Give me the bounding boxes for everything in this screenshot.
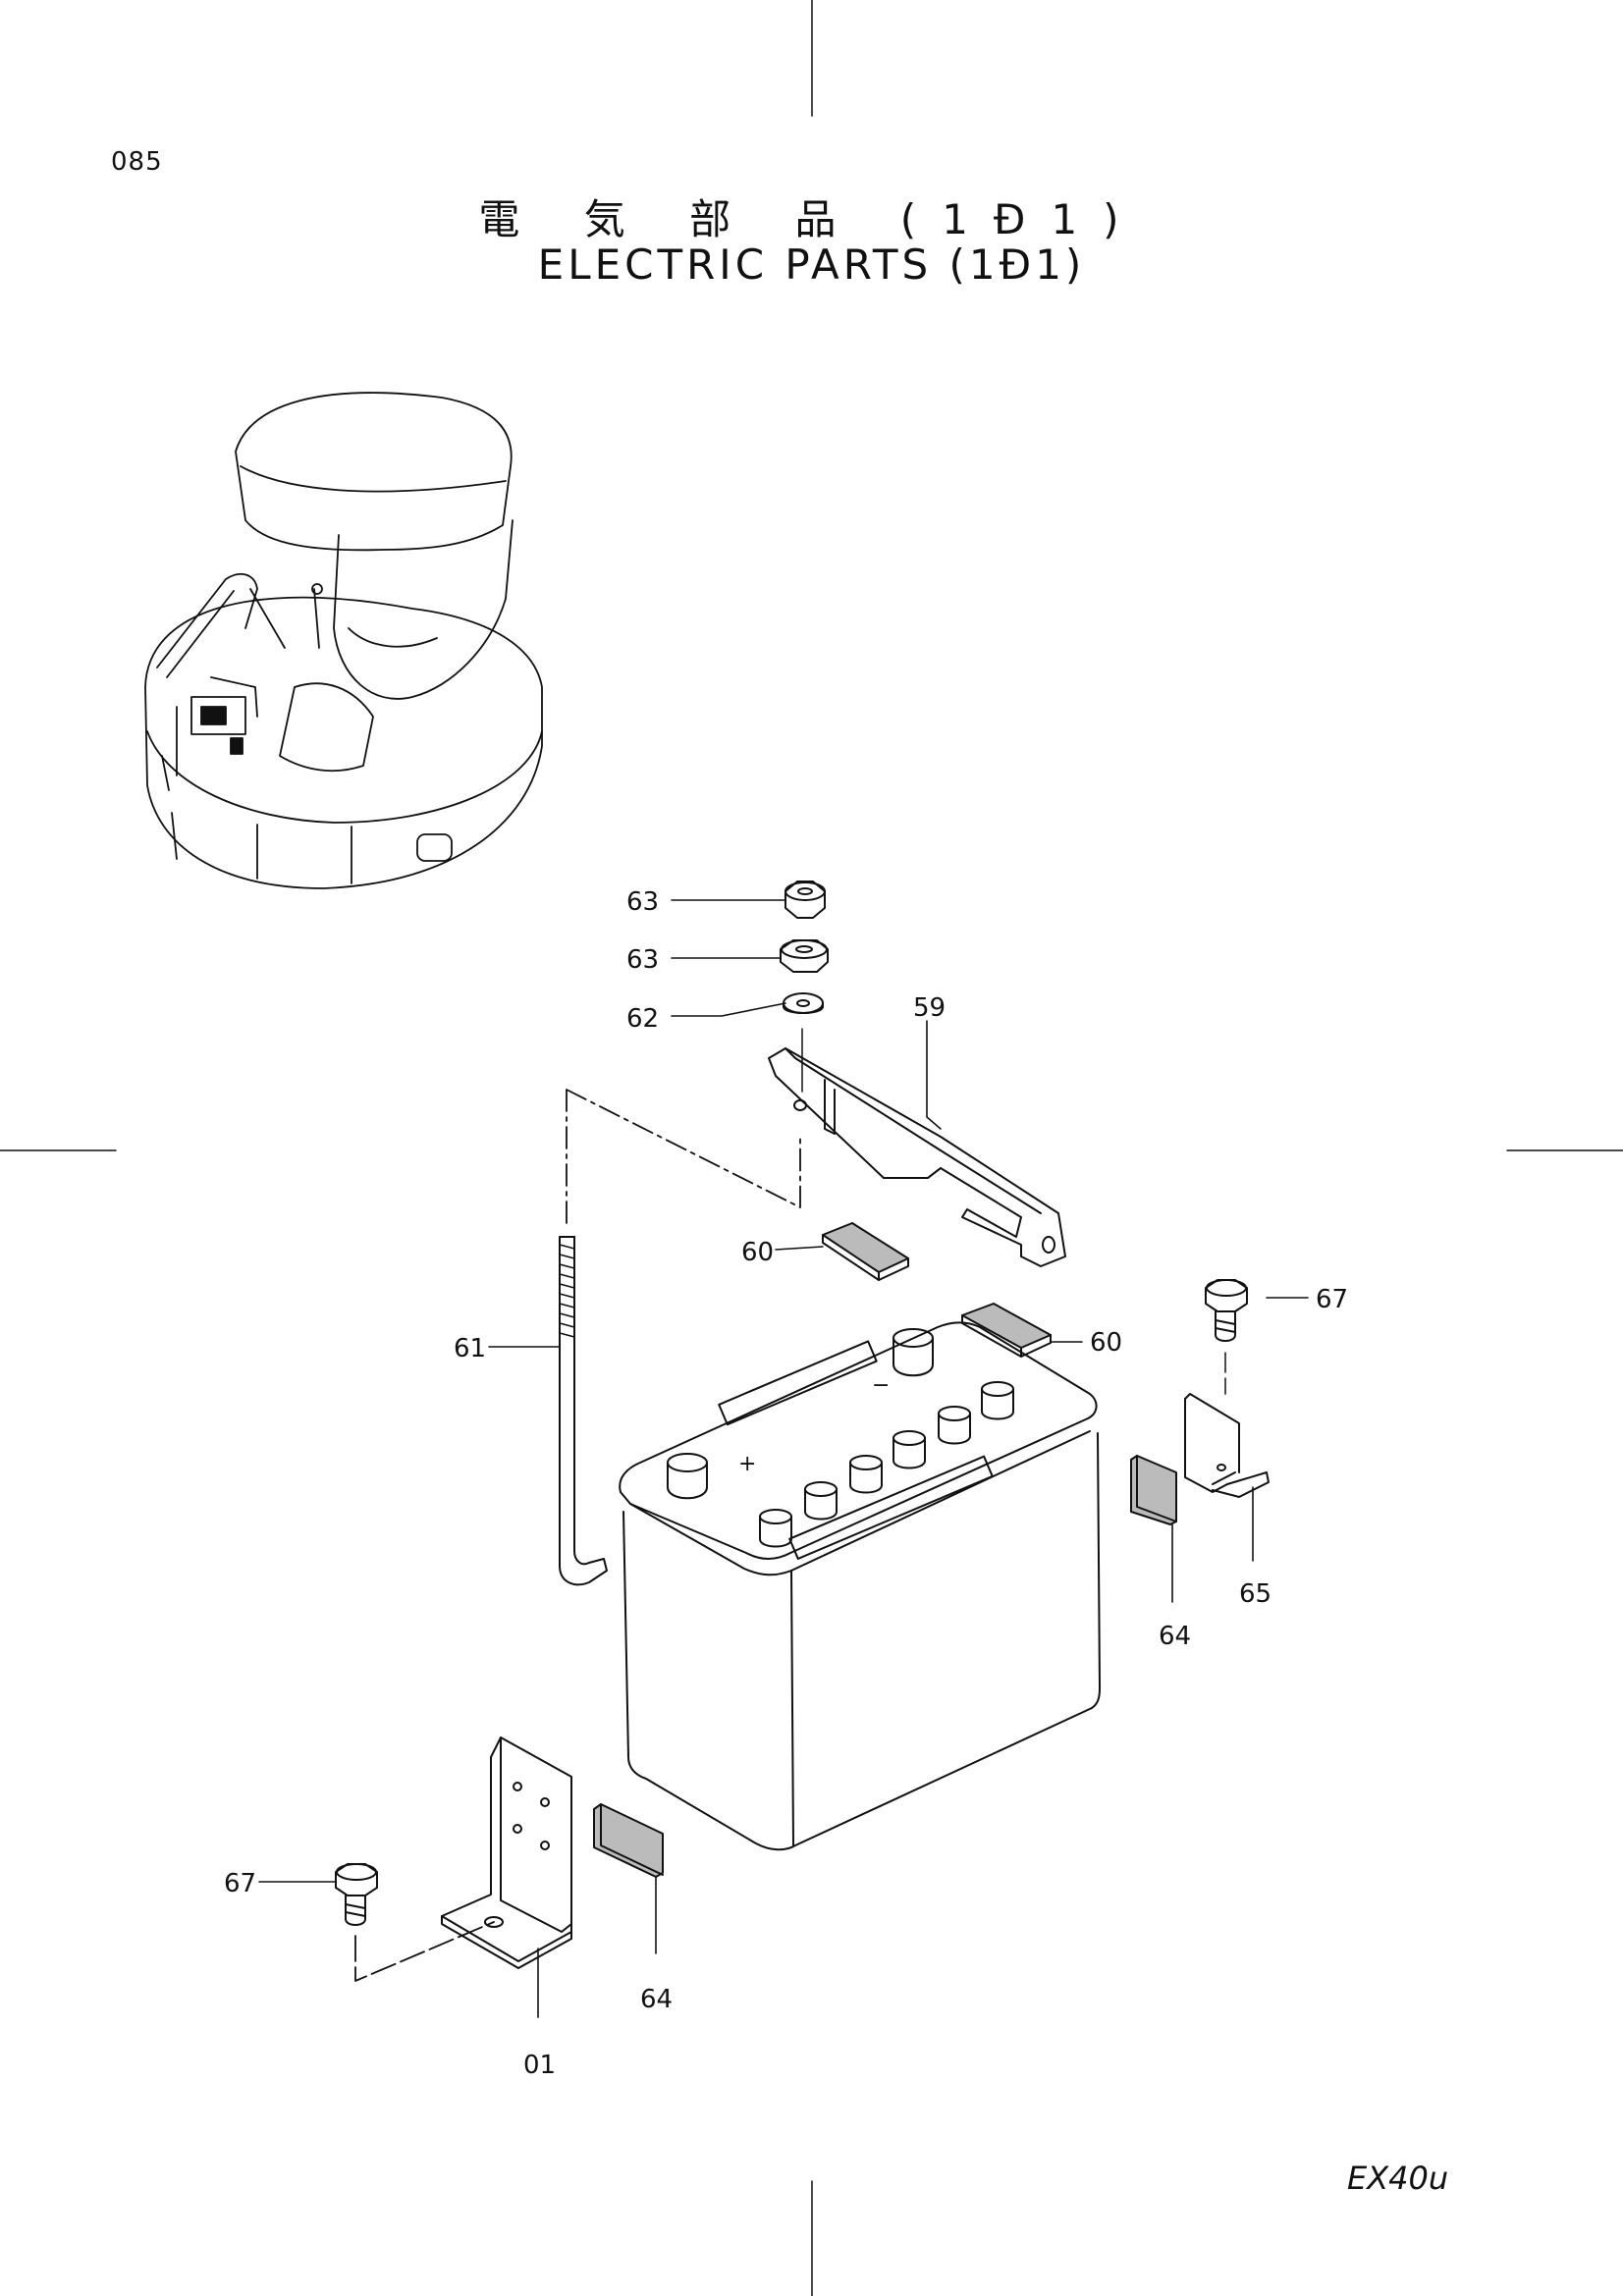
callout-61: 61 <box>454 1334 486 1363</box>
callout-65: 65 <box>1239 1579 1271 1609</box>
part-67-bolt-upper <box>1205 1279 1248 1342</box>
part-67-bolt-lower <box>335 1863 378 1926</box>
part-60-pad-upper <box>822 1222 909 1281</box>
callout-01: 01 <box>523 2051 556 2080</box>
battery-terminal-neg <box>893 1328 934 1377</box>
part-62-washer <box>783 992 824 1014</box>
callout-67-lower: 67 <box>224 1869 256 1898</box>
page-title-jp: 電 気 部 品 (1Ð1) <box>478 195 1145 243</box>
battery-terminal-pos <box>667 1453 708 1500</box>
part-01-l-bracket <box>441 1736 572 1969</box>
callout-62: 62 <box>626 1004 659 1034</box>
battery: + − <box>619 1321 1101 1851</box>
part-65-small-bracket <box>1184 1393 1270 1498</box>
leader-lines <box>258 899 1309 2018</box>
part-63-nut-lower <box>780 939 829 973</box>
model-label: EX40u <box>1347 2160 1449 2197</box>
callout-63-lower: 63 <box>626 945 659 975</box>
callout-64-right: 64 <box>1159 1622 1191 1651</box>
part-64-pad-right <box>1130 1455 1177 1525</box>
part-60-pad-right <box>961 1303 1052 1358</box>
callout-59: 59 <box>913 993 946 1023</box>
callout-60-left: 60 <box>741 1238 774 1267</box>
callout-labels: 63 63 62 59 60 60 61 67 65 64 67 64 01 <box>224 887 1348 2080</box>
page-title-en: ELECTRIC PARTS (1Ð1) <box>537 240 1086 289</box>
page-number: 085 <box>111 147 163 177</box>
battery-cell-caps <box>759 1381 1014 1548</box>
callout-63-upper: 63 <box>626 887 659 917</box>
assembly-line-61 <box>566 1089 801 1228</box>
machine-overview-illustration <box>144 392 543 889</box>
part-63-nut-upper <box>784 881 826 919</box>
svg-text:−: − <box>872 1373 890 1398</box>
callout-67-upper: 67 <box>1316 1285 1348 1314</box>
part-61-hook-rod <box>559 1236 608 1586</box>
callout-64-lower: 64 <box>640 1985 673 2014</box>
part-64-pad-lower <box>593 1803 664 1878</box>
part-59-battery-clamp <box>768 1047 1066 1267</box>
svg-text:+: + <box>738 1452 756 1476</box>
callout-60-right: 60 <box>1090 1328 1122 1358</box>
